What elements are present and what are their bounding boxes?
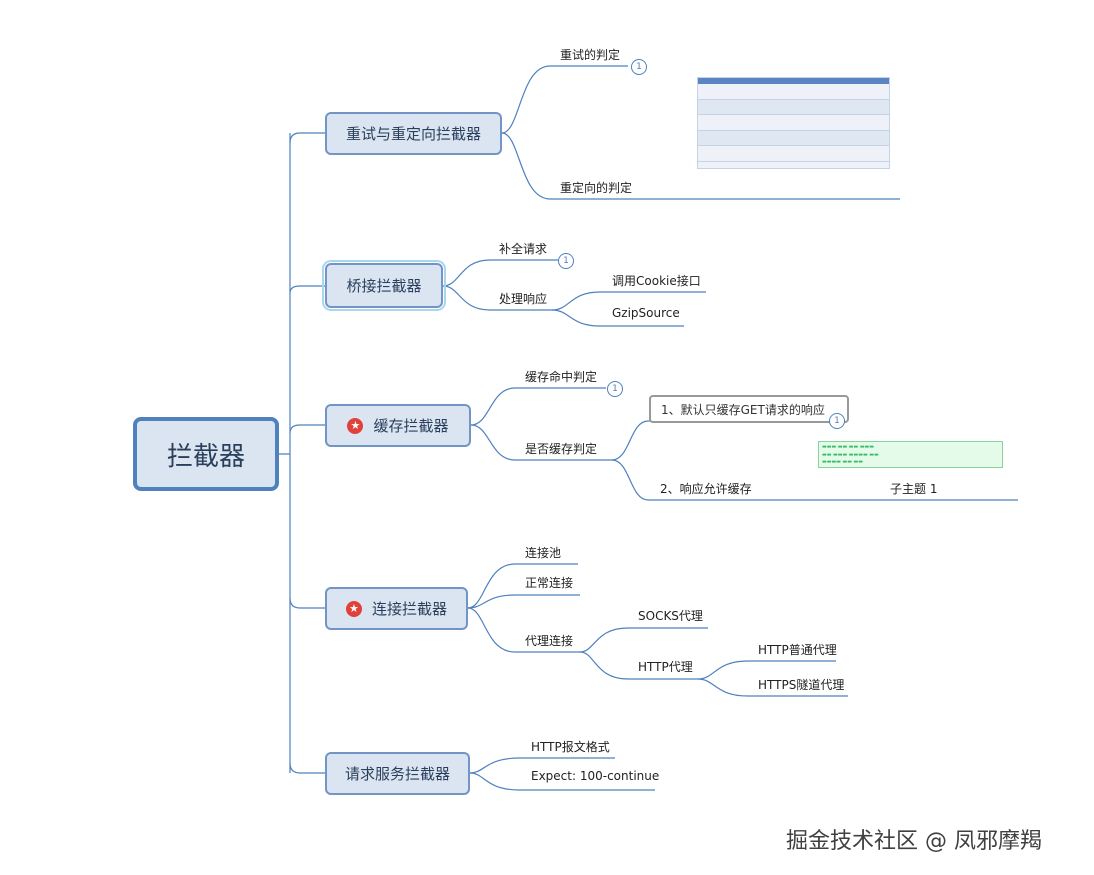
branch-bridge-label: 桥接拦截器: [346, 277, 422, 295]
link-retry-judge: [501, 65, 628, 134]
link-connect-pool: [467, 563, 578, 609]
topic-resp-allow[interactable]: 2、响应允许缓存: [660, 482, 752, 496]
topic-https-tunnel[interactable]: HTTPS隧道代理: [758, 678, 845, 692]
topic-normal-conn[interactable]: 正常连接: [525, 576, 574, 590]
topic-retry-judge[interactable]: 重试的判定: [560, 48, 621, 62]
link-proxy-socks: [579, 627, 708, 653]
topic-conn-pool[interactable]: 连接池: [525, 546, 562, 560]
link-http-plain: [697, 660, 836, 680]
topic-only-get[interactable]: 1、默认只缓存GET请求的响应: [649, 395, 849, 423]
branch-bridge[interactable]: 桥接拦截器: [322, 260, 446, 311]
link-proxy-http: [579, 651, 698, 680]
branch-cache-label: 缓存拦截器: [373, 417, 449, 435]
root-topic[interactable]: 拦截器: [133, 417, 279, 491]
cache-hit-badge[interactable]: 1: [607, 381, 623, 397]
link-http-tunnel: [697, 678, 848, 697]
link-retry: [289, 132, 325, 144]
star-icon: ★: [345, 600, 362, 617]
topic-http-plain[interactable]: HTTP普通代理: [758, 643, 837, 657]
link-retry-redirect: [501, 132, 900, 200]
topic-http-proxy[interactable]: HTTP代理: [638, 660, 693, 674]
complete-request-badge[interactable]: 1: [558, 253, 574, 269]
topic-subtopic-1[interactable]: 子主题 1: [890, 482, 938, 496]
link-bridge-complete: [442, 259, 558, 287]
branch-call-label: 请求服务拦截器: [344, 765, 450, 783]
link-call: [289, 762, 325, 774]
link-bridge: [289, 285, 325, 294]
topic-expect[interactable]: Expect: 100-continue: [531, 769, 660, 783]
branch-connect-label: 连接拦截器: [371, 600, 447, 618]
star-icon: ★: [347, 417, 364, 434]
topic-handle-response[interactable]: 处理响应: [499, 292, 548, 306]
link-handle-cookie: [551, 291, 706, 311]
branch-retry[interactable]: 重试与重定向拦截器: [325, 112, 502, 155]
link-bridge-handle: [442, 285, 552, 311]
topic-proxy-conn[interactable]: 代理连接: [525, 634, 574, 648]
link-handle-gzip: [551, 309, 684, 327]
topic-redirect-judge[interactable]: 重定向的判定: [560, 181, 633, 195]
link-call-format: [469, 757, 615, 774]
topic-gzip[interactable]: GzipSource: [612, 306, 680, 320]
link-allow-onlyget: [611, 420, 820, 461]
link-connect-proxy: [467, 607, 580, 653]
link-connect: [289, 597, 325, 609]
topic-http-format[interactable]: HTTP报文格式: [531, 740, 610, 754]
redirect-table-image: [697, 77, 890, 169]
retry-judge-badge[interactable]: 1: [631, 59, 647, 75]
watermark-text: 掘金技术社区 @ 凤邪摩羯: [786, 829, 1042, 854]
link-cache-hit: [470, 387, 606, 426]
branch-call[interactable]: 请求服务拦截器: [325, 752, 470, 795]
topic-cookie[interactable]: 调用Cookie接口: [612, 274, 701, 288]
link-cache: [289, 424, 325, 434]
link-allow-resp: [611, 459, 790, 501]
branch-cache[interactable]: ★ 缓存拦截器: [325, 404, 471, 447]
cache-note-image: ▬▬▬ ▬▬ ▬▬ ▬▬▬▬▬ ▬▬▬ ▬▬▬▬ ▬▬▬▬▬▬ ▬▬ ▬▬: [818, 441, 1003, 468]
topic-complete-request[interactable]: 补全请求: [499, 242, 548, 256]
link-cache-allow: [470, 424, 612, 461]
topic-cache-allow[interactable]: 是否缓存判定: [525, 442, 598, 456]
trunk-line: [278, 133, 291, 773]
topic-cache-hit[interactable]: 缓存命中判定: [525, 370, 598, 384]
topic-socks[interactable]: SOCKS代理: [638, 609, 703, 623]
branch-connect[interactable]: ★ 连接拦截器: [325, 587, 468, 630]
branch-retry-label: 重试与重定向拦截器: [345, 125, 481, 143]
link-connect-normal: [467, 594, 580, 609]
only-get-badge[interactable]: 1: [829, 413, 845, 429]
link-call-expect: [469, 772, 655, 791]
only-get-label: 1、默认只缓存GET请求的响应: [661, 402, 825, 417]
